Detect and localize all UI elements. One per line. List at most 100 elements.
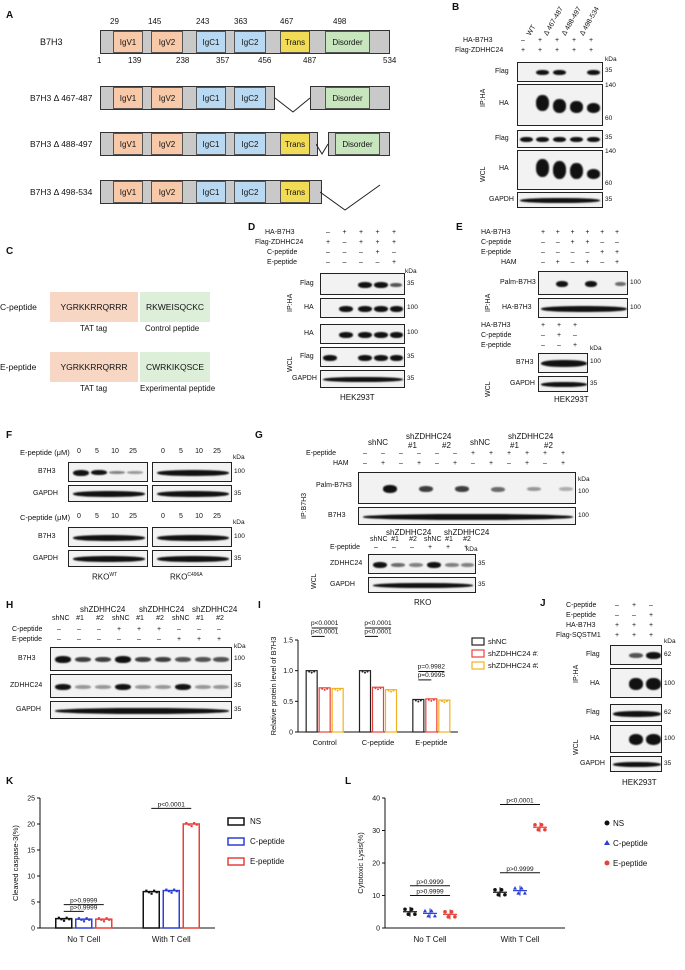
g-wcl-grp0: shZDHHC24: [386, 528, 432, 537]
g-lg3: #2: [442, 441, 451, 450]
y-tick-label: 0: [376, 926, 380, 933]
y-tick-label: 20: [372, 861, 380, 868]
h-m0: 100: [234, 655, 245, 662]
data-point: [147, 891, 151, 894]
domain-igc2: IgC2: [234, 31, 266, 53]
h-sign: –: [97, 636, 101, 643]
legend-label: NS: [250, 817, 261, 826]
j-blot-flag-wcl: [610, 704, 662, 722]
y-tick-label: 15: [27, 848, 35, 855]
f-dose-label: 5: [179, 513, 183, 520]
h-grp0: shZDHHC24: [80, 605, 126, 614]
data-point: [62, 919, 66, 922]
f-m3: 35: [234, 555, 242, 562]
data-point: [449, 910, 454, 914]
g-wcl-lane-label: #1: [445, 536, 453, 543]
c-row2-tat-caption: TAT tag: [80, 384, 108, 393]
e-top-sign: +: [614, 259, 620, 266]
g-sign: +: [560, 460, 566, 467]
m1-igc1: IgC1: [196, 87, 226, 109]
bar: [182, 823, 200, 929]
e-cb2: E-peptide: [481, 342, 511, 349]
data-point: [108, 918, 111, 921]
e-b7h3-label: B7H3: [516, 359, 534, 366]
e-top-sign: –: [570, 249, 575, 256]
f-blot-b7h3-wt-c: [68, 527, 148, 547]
g-wcl-sign: +: [427, 544, 433, 551]
j-sign: +: [631, 622, 637, 629]
b-lane-wt: WT: [525, 24, 538, 37]
data-point: [165, 888, 168, 891]
pos-29: 29: [110, 17, 119, 26]
m3-igc1: IgC1: [196, 181, 226, 203]
h-blot-gapdh: [50, 701, 232, 719]
bar: [55, 917, 73, 929]
h-sign: –: [77, 626, 81, 633]
e-top-sign: –: [600, 259, 605, 266]
legend-marker: [604, 840, 610, 845]
g-lg1: shZDHHC24: [406, 432, 452, 441]
g-blot-palm: [358, 472, 576, 504]
legend-label: shZDHHC24 #1: [488, 649, 538, 658]
g-wcl-lane-label: shNC: [424, 536, 442, 543]
p-value-label: p>0.9999: [506, 866, 534, 873]
g-sign: –: [363, 450, 367, 457]
f-dose-label: 10: [195, 448, 203, 455]
e-bot-sign: –: [541, 332, 545, 339]
data-point: [503, 892, 507, 897]
bar: [75, 918, 93, 929]
d-sign: +: [358, 239, 364, 246]
x-category-label: C-peptide: [362, 738, 395, 747]
h-sign: –: [77, 636, 81, 643]
e-top-sign: +: [585, 259, 590, 266]
f-dose-label: 10: [195, 513, 203, 520]
m3-igv1: IgV1: [113, 181, 143, 203]
bar: [384, 689, 398, 733]
data-point: [150, 892, 153, 895]
d-sign: –: [326, 259, 330, 266]
bar: [371, 686, 385, 733]
legend-swatch: [227, 817, 245, 826]
c-row1-caption: Control peptide: [145, 324, 200, 333]
j-c2: HA-B7H3: [566, 622, 596, 629]
e-blot-ha: [538, 298, 628, 318]
bar: [305, 670, 318, 733]
j-sign: +: [648, 632, 654, 639]
data-point: [427, 698, 430, 701]
e-kda: kDa: [590, 345, 602, 352]
h-sign: –: [117, 636, 121, 643]
e-blot-b7h3: [538, 353, 588, 373]
b-blot-ha-wcl: [517, 150, 603, 190]
y-tick-label: 30: [372, 828, 380, 835]
pos-145: 145: [148, 17, 162, 26]
data-point: [77, 917, 80, 920]
e-bot-sign: +: [572, 322, 578, 329]
data-point: [185, 822, 188, 825]
h-grp2: shZDHHC24: [192, 605, 238, 614]
j-blot-ha-ip: [610, 668, 662, 698]
data-point: [100, 918, 103, 921]
m2-igc1: IgC1: [196, 133, 226, 155]
j-m0: 62: [664, 651, 672, 658]
b-group-ip: IP:HA: [480, 88, 487, 107]
data-point: [533, 822, 537, 827]
j-sign: –: [649, 602, 653, 609]
e-top-sign: –: [600, 239, 605, 246]
domain-disorder: Disorder: [325, 31, 370, 53]
data-point: [190, 825, 193, 828]
h-sign: –: [97, 626, 101, 633]
e-top-sign: +: [585, 239, 590, 246]
b-flag-ip-label: Flag: [495, 68, 509, 75]
f-blot-b7h3-wt-e: [68, 462, 148, 482]
data-point: [516, 891, 521, 895]
d-sign: +: [375, 239, 380, 246]
h-lane-label: #2: [216, 615, 224, 622]
pos-498: 498: [333, 17, 347, 26]
h-lane-label: shNC: [52, 615, 70, 622]
d-sign: +: [375, 249, 380, 256]
e-bot-sign: +: [540, 322, 546, 329]
e-blot-gapdh: [538, 376, 588, 392]
pos-1: 1: [97, 56, 102, 65]
panel-c: C-peptide YGRKKRRQRRR RKWEISQCKC TAT tag…: [0, 240, 245, 425]
